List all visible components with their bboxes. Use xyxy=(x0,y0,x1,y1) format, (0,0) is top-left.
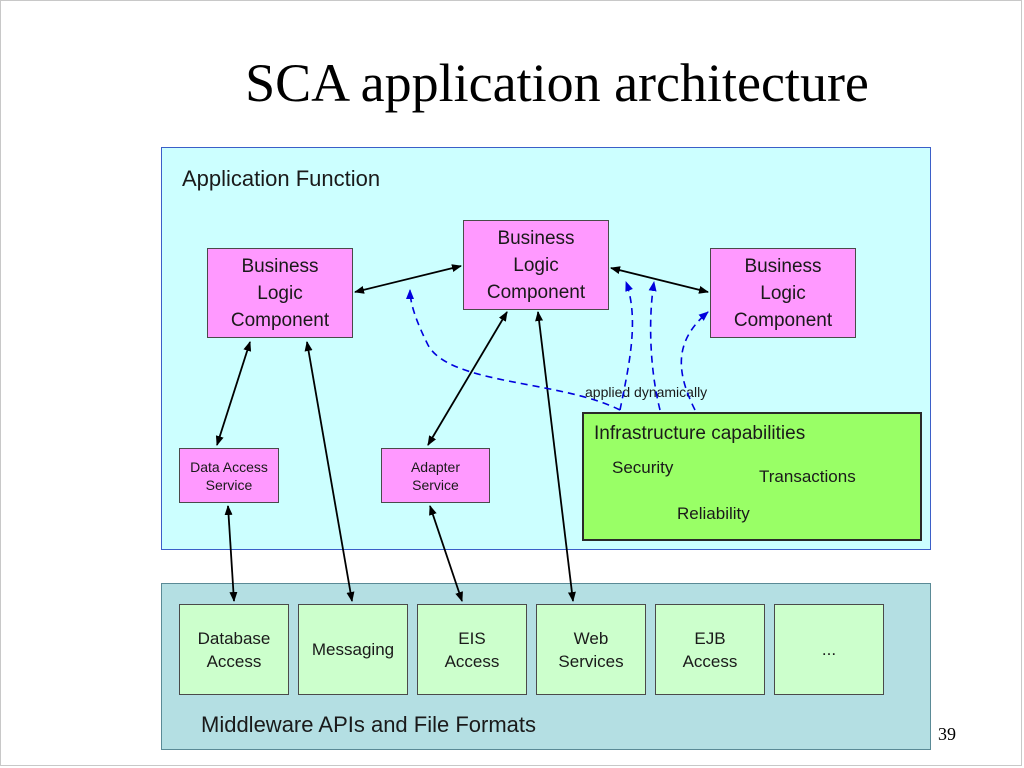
business-logic-component-right: Business Logic Component xyxy=(710,248,856,338)
application-function-title: Application Function xyxy=(182,166,381,191)
adapter-service: Adapter Service xyxy=(381,448,490,503)
middleware-messaging: Messaging xyxy=(298,604,408,695)
business-logic-component-left: Business Logic Component xyxy=(207,248,353,338)
middleware-eis-access: EIS Access xyxy=(417,604,527,695)
middleware-title: Middleware APIs and File Formats xyxy=(201,712,537,737)
capability-transactions: Transactions xyxy=(759,467,856,486)
infrastructure-title: Infrastructure capabilities xyxy=(594,423,806,444)
data-access-service: Data Access Service xyxy=(179,448,279,503)
infrastructure-capabilities-box xyxy=(582,412,922,541)
middleware-web-services: Web Services xyxy=(536,604,646,695)
slide-title: SCA application architecture xyxy=(245,53,869,113)
applied-dynamically-label: applied dynamically xyxy=(585,384,708,400)
business-logic-component-center: Business Logic Component xyxy=(463,220,609,310)
capability-reliability: Reliability xyxy=(677,504,750,523)
page-number: 39 xyxy=(938,724,956,744)
middleware-more: ... xyxy=(774,604,884,695)
middleware-database-access: Database Access xyxy=(179,604,289,695)
middleware-ejb-access: EJB Access xyxy=(655,604,765,695)
capability-security: Security xyxy=(612,458,674,477)
